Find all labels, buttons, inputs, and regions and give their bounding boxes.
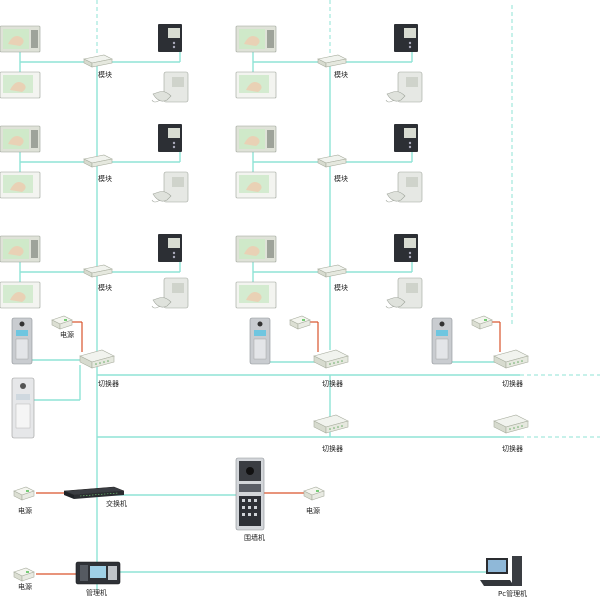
video-monitor-icon xyxy=(235,25,277,53)
video-monitor-icon xyxy=(235,171,277,199)
power-adapter-icon xyxy=(13,567,35,582)
video-monitor-icon xyxy=(0,281,41,309)
door-station-icon xyxy=(249,317,271,365)
video-monitor-icon xyxy=(0,171,41,199)
audio-station-icon xyxy=(394,24,418,52)
video-monitor-icon xyxy=(235,71,277,99)
module-label: 模块 xyxy=(334,174,348,183)
pc-computer-icon xyxy=(480,556,522,586)
dashed-risers xyxy=(96,0,600,438)
handset-phone-icon xyxy=(151,171,189,203)
handset-phone-icon xyxy=(385,277,423,309)
door-stations xyxy=(11,317,453,439)
wall-station-icon xyxy=(11,377,35,439)
module-label: 模块 xyxy=(98,283,112,292)
power-lines xyxy=(36,321,501,575)
network-switch-icon xyxy=(63,486,125,499)
distribution-module-icon xyxy=(83,54,113,68)
module-label: 模块 xyxy=(334,283,348,292)
handset-phone-icon xyxy=(151,71,189,103)
handset-phone-icon xyxy=(151,277,189,309)
management-console-icon xyxy=(75,561,121,585)
module-label: 模块 xyxy=(334,70,348,79)
switcher-label: 切换器 xyxy=(322,444,343,453)
handset-phone-icon xyxy=(385,171,423,203)
door-station-icon xyxy=(431,317,453,365)
video-switcher-icon xyxy=(493,349,529,369)
wall-unit-icon xyxy=(235,457,265,531)
power-adapter-icon xyxy=(13,486,35,501)
distribution-module-icon xyxy=(317,154,347,168)
wall-unit-label: 围墙机 xyxy=(244,533,265,542)
audio-station-icon xyxy=(158,124,182,152)
switcher-label: 切换器 xyxy=(502,444,523,453)
audio-station-icon xyxy=(394,124,418,152)
distribution-module-icon xyxy=(83,154,113,168)
video-monitor-icon xyxy=(0,25,41,53)
power-label: 电源 xyxy=(18,582,32,591)
left-column-units xyxy=(0,24,189,309)
power-label: 电源 xyxy=(60,330,74,339)
video-switcher-icon xyxy=(493,414,529,434)
power-adapter-icon xyxy=(471,315,493,330)
video-monitor-icon xyxy=(235,281,277,309)
module-label: 模块 xyxy=(98,174,112,183)
power-adapter-icon xyxy=(303,486,325,501)
video-monitor-icon xyxy=(0,71,41,99)
power-adapter-icon xyxy=(289,315,311,330)
labels: 模块 模块 模块 模块 模块 模块 电源 切换器 切换器 切换器 切换器 切换器… xyxy=(18,70,527,598)
distribution-module-icon xyxy=(83,264,113,278)
video-switcher-icon xyxy=(313,414,349,434)
video-monitor-icon xyxy=(235,125,277,153)
audio-station-icon xyxy=(158,24,182,52)
video-monitor-icon xyxy=(235,235,277,263)
management-unit-label: 管理机 xyxy=(86,588,107,597)
switcher-label: 切换器 xyxy=(322,379,343,388)
switcher-label: 切换器 xyxy=(98,379,119,388)
pc-management-label: Pc管理机 xyxy=(498,589,527,598)
power-label: 电源 xyxy=(306,506,320,515)
switcher-label: 切换器 xyxy=(502,379,523,388)
module-label: 模块 xyxy=(98,70,112,79)
middle-column-units xyxy=(235,24,423,309)
audio-station-icon xyxy=(394,234,418,262)
network-switch-label: 交换机 xyxy=(106,499,127,508)
distribution-module-icon xyxy=(317,54,347,68)
distribution-module-icon xyxy=(317,264,347,278)
video-monitor-icon xyxy=(0,235,41,263)
audio-station-icon xyxy=(158,234,182,262)
door-station-icon xyxy=(11,317,33,365)
power-label: 电源 xyxy=(18,506,32,515)
video-monitor-icon xyxy=(0,125,41,153)
video-switcher-icon xyxy=(313,349,349,369)
power-adapter-icon xyxy=(51,315,73,330)
handset-phone-icon xyxy=(385,71,423,103)
video-switcher-icon xyxy=(79,349,115,369)
